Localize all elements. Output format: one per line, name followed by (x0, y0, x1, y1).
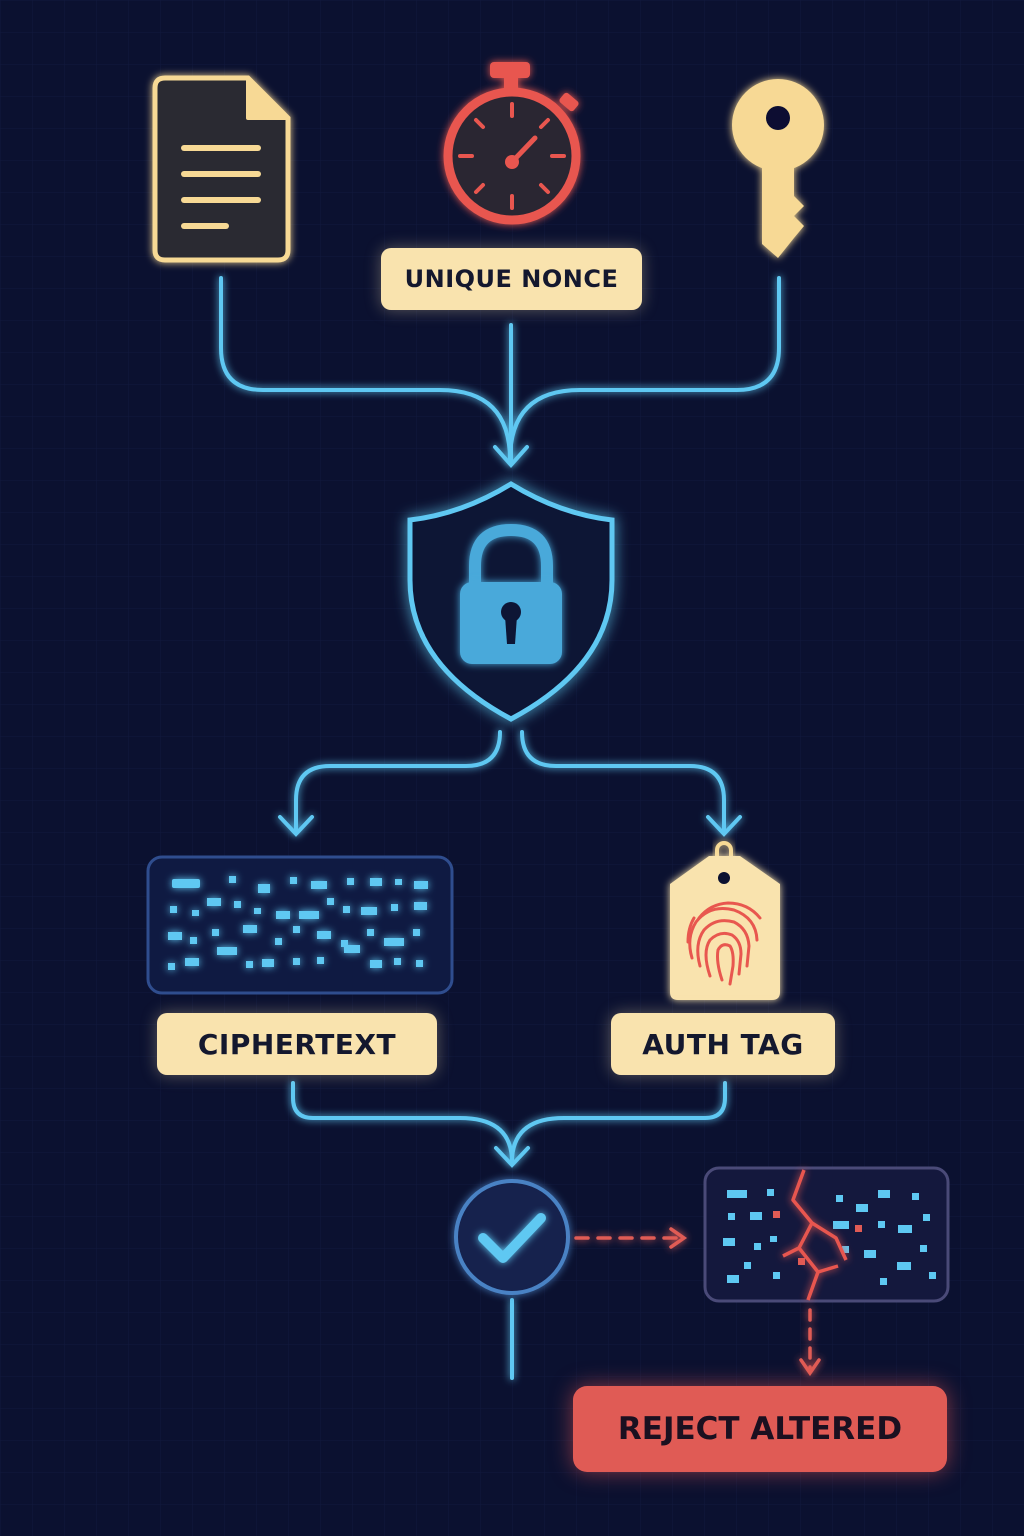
key-icon (732, 79, 824, 258)
ciphertext-block-icon (146, 855, 454, 995)
cracked-ciphertext-icon (703, 1166, 950, 1303)
reject-path-arrows (574, 1227, 821, 1377)
checkmark-circle-icon (454, 1179, 570, 1295)
stopwatch-icon (443, 62, 581, 225)
nonce-label: UNIQUE NONCE (381, 248, 642, 310)
document-icon (152, 75, 291, 263)
shield-lock-icon (407, 481, 615, 722)
fingerprint-tag-icon (670, 841, 780, 1000)
split-flow-lines (278, 730, 742, 837)
reject-altered-label: REJECT ALTERED (573, 1386, 947, 1472)
auth-tag-label: AUTH TAG (611, 1013, 835, 1075)
ciphertext-label: CIPHERTEXT (157, 1013, 437, 1075)
merge-flow-lines (291, 1081, 727, 1380)
input-flow-lines (219, 276, 781, 469)
